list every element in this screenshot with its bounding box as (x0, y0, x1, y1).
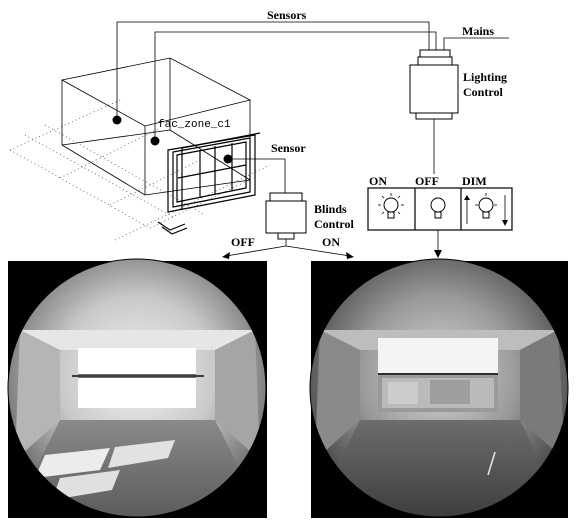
blinds-control-label-line2: Control (314, 217, 354, 231)
render-blinds-on (310, 259, 568, 520)
facade-window (168, 133, 260, 212)
blinds-on-label: ON (322, 235, 340, 249)
blinds-control-label-line1: Blinds (314, 202, 347, 216)
floor-grid (10, 100, 270, 240)
blinds-off-label: OFF (231, 235, 255, 249)
render-blinds-off (8, 259, 267, 520)
sensors-label: Sensors (267, 8, 307, 22)
lighting-control-unit (410, 50, 458, 174)
lamp-off-label: OFF (415, 174, 439, 188)
lighting-control-label-line1: Lighting (463, 70, 507, 84)
orientation-arrow (158, 222, 187, 234)
lamp-panel (368, 188, 512, 230)
panel-output-arrow (434, 250, 442, 258)
mains-label: Mains (462, 24, 494, 38)
lamp-on-label: ON (369, 174, 387, 188)
zone-label: fac_zone_c1 (158, 119, 231, 131)
lamp-dim-label: DIM (462, 174, 487, 188)
lighting-control-label-line2: Control (463, 85, 503, 99)
sensor-label: Sensor (271, 141, 306, 155)
